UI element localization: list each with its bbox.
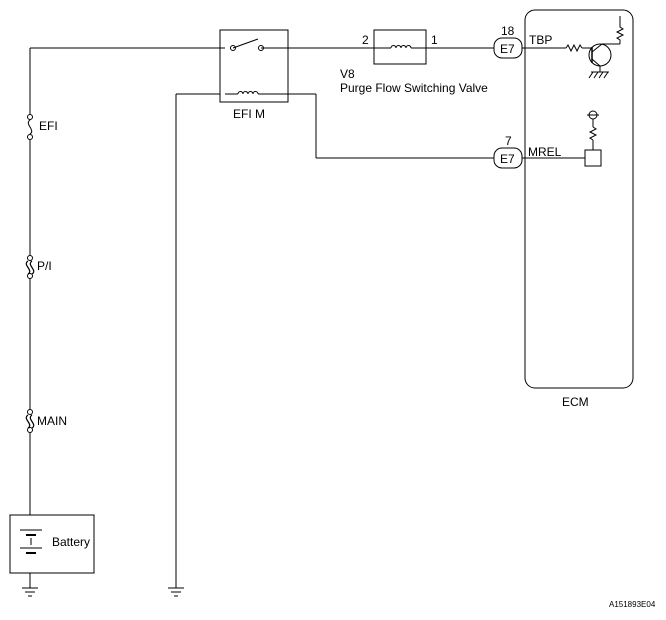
relay-coil-ground-wire [175, 93, 220, 588]
figure-code: A151893E04 [609, 600, 656, 609]
supply-wire [29, 47, 225, 515]
mrel-pin-number: 7 [505, 134, 512, 148]
tbp-connector-name: E7 [500, 42, 515, 56]
relay-to-mrel-wire [288, 93, 494, 159]
mrel-driver-circuit [522, 110, 602, 167]
ecm-box [524, 9, 634, 389]
pi-fuse-label: P/I [37, 259, 52, 273]
valve-code-label: V8 [340, 67, 355, 81]
tbp-pin-number: 18 [501, 24, 515, 38]
mrel-connector-name: E7 [500, 152, 515, 166]
valve-pin-right-label: 1 [431, 33, 438, 47]
ecm-label: ECM [562, 395, 589, 409]
tbp-driver-circuit [522, 16, 625, 72]
efi-fuse-symbol [27, 114, 33, 140]
mrel-signal-label: MREL [528, 145, 562, 159]
tbp-ground-icon [588, 71, 609, 79]
battery-ground-icon [22, 587, 38, 597]
main-fuse-label: MAIN [37, 414, 67, 428]
tbp-signal-label: TBP [529, 33, 552, 47]
efi-fuse-label: EFI [39, 119, 58, 133]
main-fusible-link-symbol [25, 409, 35, 433]
valve-name-label: Purge Flow Switching Valve [340, 81, 488, 95]
relay-label: EFI M [233, 107, 265, 121]
valve-pin-left-label: 2 [362, 33, 369, 47]
pi-fusible-link-symbol [25, 255, 35, 279]
battery-label: Battery [52, 535, 90, 549]
purge-valve-symbol [373, 29, 427, 65]
relay-ground-icon [168, 587, 184, 597]
efi-m-relay-symbol [219, 29, 289, 103]
battery-symbol [9, 514, 95, 588]
